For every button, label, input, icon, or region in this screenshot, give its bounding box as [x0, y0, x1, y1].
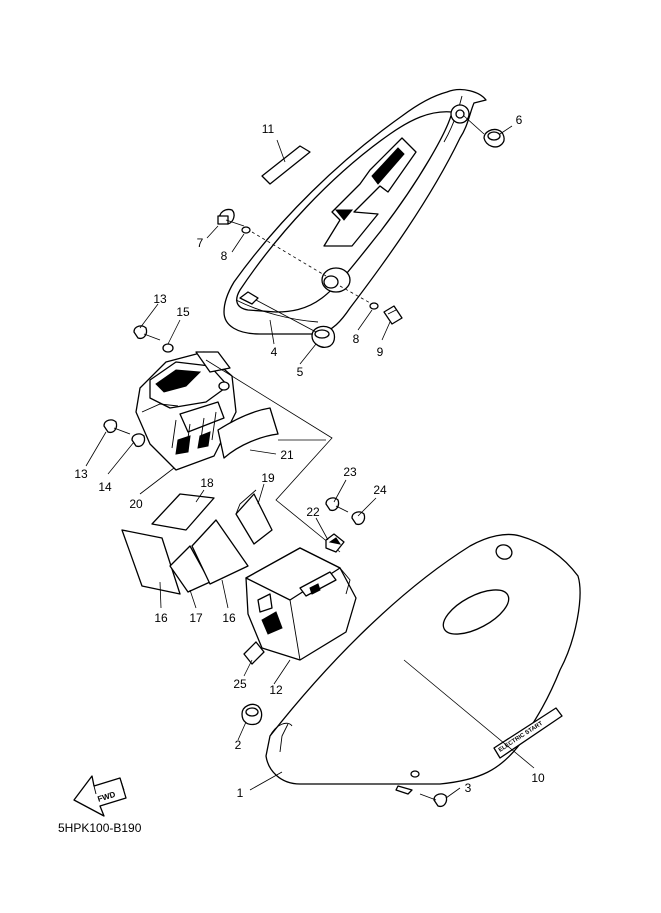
callout-20: 20	[129, 497, 143, 511]
part-20-bracket-assembly	[135, 351, 237, 471]
callout-7: 7	[197, 236, 204, 250]
part-21-pad	[217, 407, 279, 459]
callout-9: 9	[377, 345, 384, 359]
callout-14: 14	[98, 480, 112, 494]
callout-3: 3	[465, 781, 472, 795]
part-4-side-cover-frame	[223, 88, 487, 335]
part-7-bolt	[217, 208, 245, 227]
fwd-arrow-icon: FWD	[73, 775, 127, 817]
alignment-line	[339, 285, 373, 305]
callout-13-lower: 13	[74, 467, 88, 481]
part-22-clip	[325, 533, 345, 553]
part-code: 5HPK100-B190	[58, 821, 142, 835]
part-23-bolt	[325, 497, 349, 513]
part-14-grommet	[131, 433, 146, 448]
callout-19: 19	[261, 471, 275, 485]
part-6-grommet	[463, 115, 505, 148]
callout-6: 6	[516, 113, 523, 127]
part-15-washer	[162, 343, 174, 353]
callout-8-right: 8	[353, 332, 360, 346]
part-24-grommet	[351, 511, 366, 526]
callout-24: 24	[373, 483, 387, 497]
part-9-nut	[383, 305, 403, 325]
part-1-side-cover	[265, 533, 581, 795]
part-13-bolt-upper	[133, 303, 161, 341]
part-8-washer-right	[369, 302, 379, 310]
part-19-pad	[235, 493, 273, 545]
callout-21: 21	[280, 448, 294, 462]
part-13-bolt-lower	[103, 419, 131, 435]
callout-2: 2	[235, 738, 242, 752]
part-2-grommet	[241, 703, 263, 726]
callout-15: 15	[176, 305, 190, 319]
callout-1: 1	[237, 786, 244, 800]
callout-11: 11	[262, 122, 275, 136]
callout-10: 10	[531, 771, 545, 785]
part-3-bolt	[419, 793, 448, 808]
callout-18: 18	[200, 476, 214, 490]
part-8-washer-left	[241, 226, 251, 234]
leader-lines	[85, 125, 535, 799]
part-18-pad	[151, 493, 215, 531]
alignment-line	[251, 231, 327, 277]
callout-25: 25	[233, 677, 247, 691]
callout-labels: 11 6 7 8 13 15 4 5 8 9 21 13 14 20 18 19…	[74, 113, 545, 800]
part-12-battery-box	[245, 547, 357, 661]
part-16-pad-left	[121, 529, 181, 595]
callout-17: 17	[189, 611, 203, 625]
callout-12: 12	[269, 683, 283, 697]
part-5-grommet	[311, 325, 336, 348]
callout-23: 23	[343, 465, 357, 479]
callout-22: 22	[306, 505, 320, 519]
callout-8-left: 8	[221, 249, 228, 263]
callout-5: 5	[297, 365, 304, 379]
callout-16-left: 16	[154, 611, 168, 625]
callout-13-upper: 13	[153, 292, 167, 306]
callout-4: 4	[271, 345, 278, 359]
part-11-label	[261, 145, 311, 185]
part-25-pad	[243, 641, 265, 665]
callout-16-right: 16	[222, 611, 236, 625]
part-16-pad-right	[191, 519, 249, 585]
